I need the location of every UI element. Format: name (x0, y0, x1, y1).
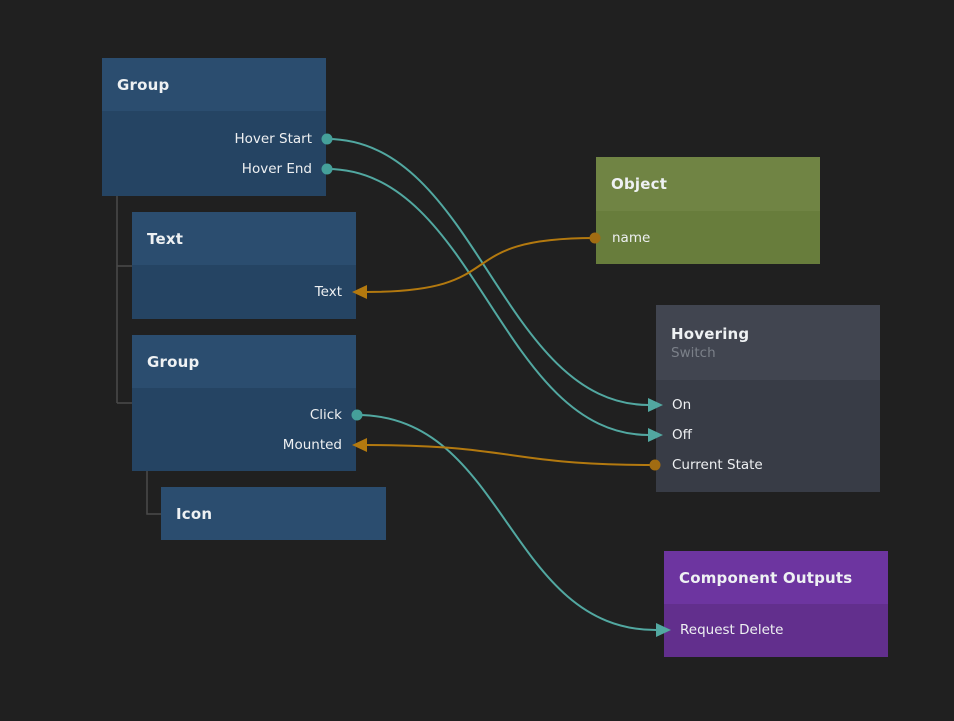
port-on[interactable]: On (672, 397, 692, 413)
node-title: Group (117, 75, 170, 94)
node-body: name (596, 211, 820, 264)
node-body: On Off Current State (656, 380, 880, 492)
node-group-2[interactable]: Group Click Mounted (132, 335, 356, 471)
node-body: Click Mounted (132, 388, 356, 471)
node-title: Component Outputs (679, 568, 853, 587)
node-text[interactable]: Text Text (132, 212, 356, 319)
node-header: Group (132, 335, 356, 388)
tree-connector-group1-children (116, 196, 132, 404)
node-header: Group (102, 58, 326, 111)
port-click[interactable]: Click (309, 407, 342, 423)
node-body: Request Delete (664, 604, 888, 657)
node-title: Icon (176, 504, 213, 523)
port-request-delete[interactable]: Request Delete (680, 622, 784, 638)
wire-name-to-text[interactable] (365, 237, 596, 293)
node-body: Text (132, 265, 356, 319)
port-mounted[interactable]: Mounted (282, 437, 342, 453)
node-subtitle: Switch (671, 344, 716, 361)
wire-current-state-to-mounted[interactable] (365, 444, 656, 466)
node-icon[interactable]: Icon (161, 487, 386, 540)
node-title: Hovering (671, 324, 750, 343)
port-current-state[interactable]: Current State (672, 457, 763, 473)
wire-click-to-request-delete[interactable] (356, 414, 657, 631)
node-body: Hover Start Hover End (102, 111, 326, 196)
port-off[interactable]: Off (672, 427, 692, 443)
port-text[interactable]: Text (314, 284, 342, 300)
port-hover-start[interactable]: Hover Start (234, 131, 312, 147)
node-header: Text (132, 212, 356, 265)
port-hover-end[interactable]: Hover End (241, 161, 312, 177)
node-header: Object (596, 157, 820, 211)
node-hovering[interactable]: Hovering Switch On Off Current State (656, 305, 880, 492)
node-component-outputs[interactable]: Component Outputs Request Delete (664, 551, 888, 657)
port-name[interactable]: name (612, 230, 651, 246)
node-header: Hovering Switch (656, 305, 880, 380)
node-header: Icon (161, 487, 386, 540)
node-header: Component Outputs (664, 551, 888, 604)
node-title: Text (147, 229, 184, 248)
node-group-1[interactable]: Group Hover Start Hover End (102, 58, 326, 196)
node-title: Object (611, 175, 668, 193)
tree-connector-group2-icon (146, 471, 161, 515)
node-title: Group (147, 352, 200, 371)
node-object[interactable]: Object name (596, 157, 820, 264)
